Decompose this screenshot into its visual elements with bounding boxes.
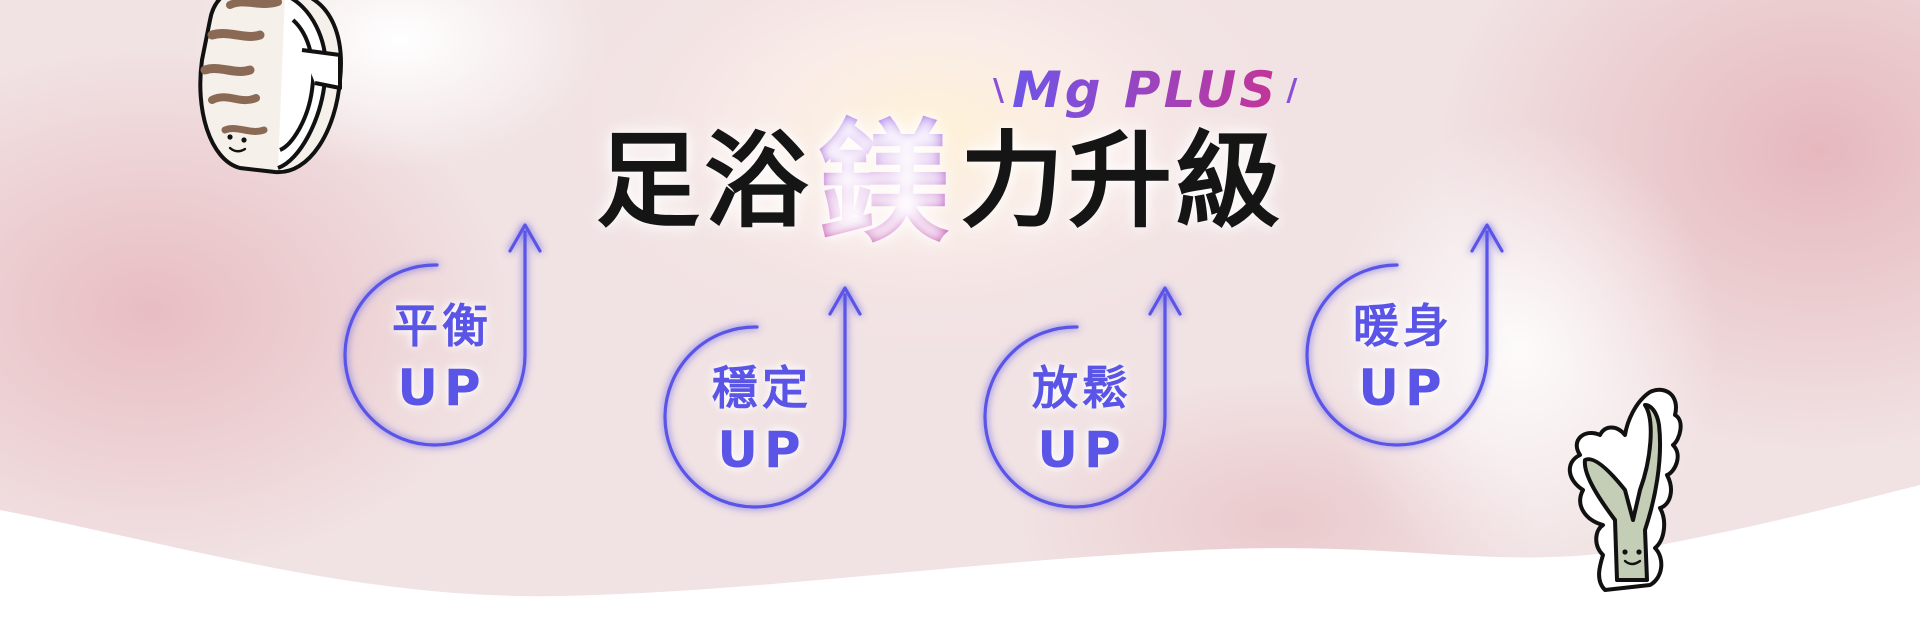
headline-part-2: 力升級 <box>960 120 1285 242</box>
headline: 足浴 鎂 力升級 <box>596 96 1285 254</box>
headline-highlight: 鎂 <box>818 107 955 261</box>
subtitle-slash-right: / <box>1286 72 1298 108</box>
badge-4-up: UP <box>1358 359 1448 417</box>
seaweed-mascot-icon <box>1567 387 1683 592</box>
badge-3-ring <box>983 286 1182 509</box>
arrow-up-icon <box>508 223 542 253</box>
badge-3-label: 放鬆 UP <box>1007 357 1157 481</box>
badge-2-ring <box>663 286 862 509</box>
badge-1-ring <box>343 223 542 447</box>
badge-1-label: 平衡 UP <box>367 295 517 419</box>
subtitle: \ Mg PLUS / <box>985 58 1305 122</box>
arrow-up-icon <box>1148 286 1182 316</box>
arrow-up-icon <box>828 286 862 316</box>
headline-part-1: 足浴 <box>596 120 813 242</box>
badge-3-up: UP <box>1037 421 1127 479</box>
bracelet-mascot-icon <box>198 0 343 175</box>
badge-2-up: UP <box>717 421 807 479</box>
badge-1-up: UP <box>397 359 487 417</box>
subtitle-text: Mg PLUS <box>1011 61 1279 119</box>
subtitle-slash-left: \ <box>993 72 1004 108</box>
badge-2-title: 穩定 <box>712 361 812 415</box>
arrow-up-icon <box>1470 223 1504 253</box>
badge-3-title: 放鬆 <box>1032 361 1132 415</box>
badge-4-title: 暖身 <box>1353 299 1453 353</box>
badge-2-label: 穩定 UP <box>687 357 837 481</box>
badge-1-title: 平衡 <box>392 299 492 353</box>
badge-4-ring <box>1305 223 1504 447</box>
badge-4-label: 暖身 UP <box>1328 295 1478 419</box>
